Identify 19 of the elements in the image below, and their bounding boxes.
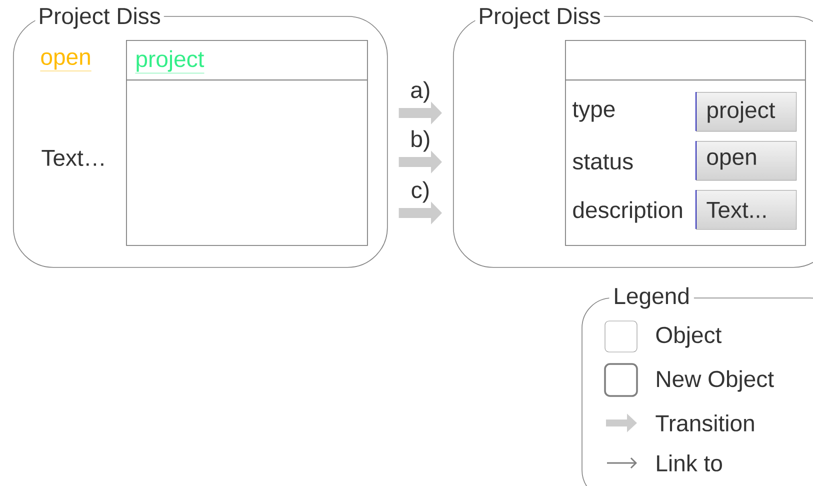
value-field: open bbox=[696, 140, 797, 181]
value-field: project bbox=[696, 92, 797, 132]
edge-label: c) bbox=[412, 181, 429, 203]
box-title: Project Diss bbox=[475, 6, 604, 30]
link-text: open bbox=[40, 52, 92, 72]
box-title: Project Diss bbox=[35, 6, 164, 30]
legend-text: Link to bbox=[657, 454, 722, 472]
edge-label: b) bbox=[412, 130, 430, 152]
legend-text: Object bbox=[656, 326, 722, 348]
legend-text: New Object bbox=[657, 370, 774, 392]
value-field: Text... bbox=[696, 190, 797, 230]
legend-text: Transition bbox=[656, 414, 754, 432]
link-text: project bbox=[135, 50, 204, 74]
field-label: type bbox=[572, 102, 615, 122]
field-label: status bbox=[572, 154, 633, 170]
body-text: Text… bbox=[42, 150, 104, 166]
edge-label: a) bbox=[411, 81, 430, 103]
field-label: description bbox=[573, 201, 682, 223]
legend-title: Legend bbox=[609, 286, 694, 310]
